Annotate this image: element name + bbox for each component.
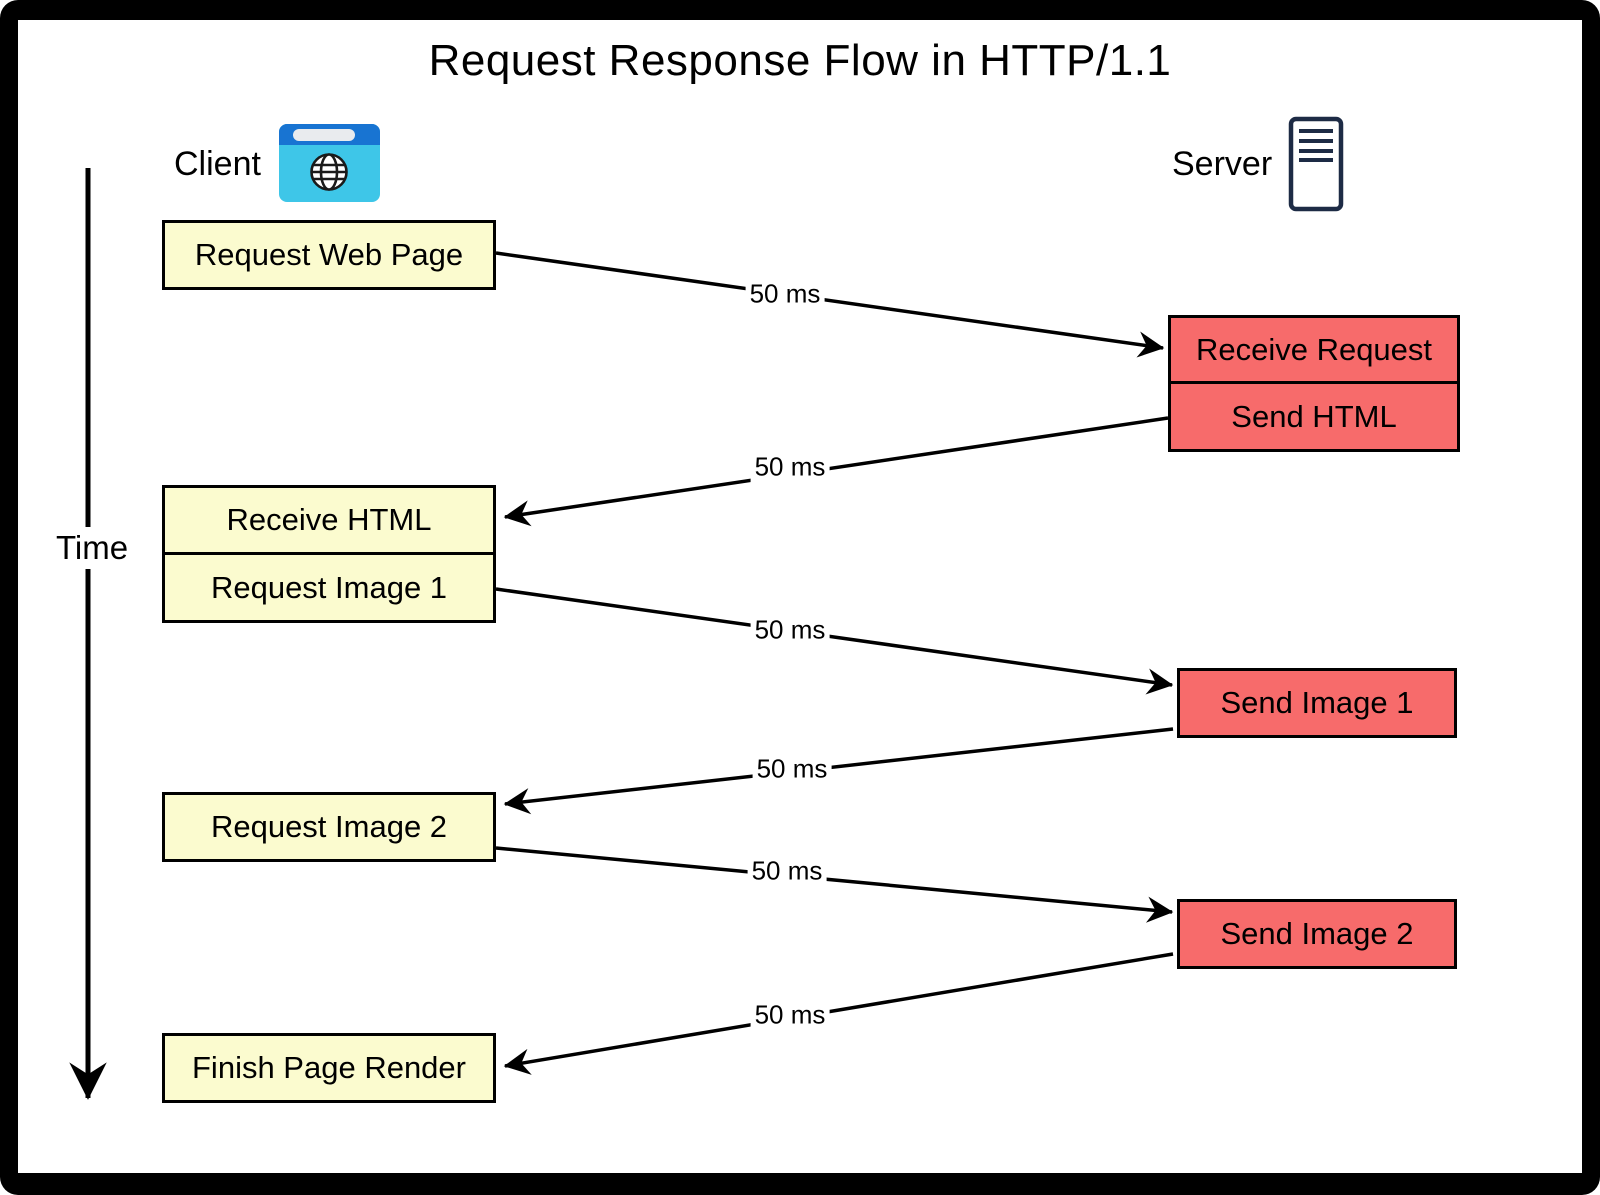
step-label: Receive HTML [226, 502, 432, 537]
client-actor-label: Client [174, 145, 261, 183]
client-step-finish-page-render: Finish Page Render [162, 1033, 496, 1103]
client-step-receive-html: Receive HTML [162, 485, 496, 555]
server-step-send-html: Send HTML [1168, 381, 1460, 452]
message-latency-label: 50 ms [745, 278, 825, 310]
step-label: Finish Page Render [192, 1050, 466, 1085]
message-arrow-send-html [503, 416, 1169, 527]
server-actor-label: Server [1172, 145, 1273, 183]
server-step-receive-request: Receive Request [1168, 315, 1460, 384]
step-label: Request Image 1 [210, 569, 448, 605]
step-label: Request Image 2 [210, 809, 448, 844]
step-label: Receive Request [1195, 331, 1433, 367]
client-step-request-web-page: Request Web Page [162, 220, 496, 290]
message-arrow-request-image-2 [495, 846, 1174, 923]
globe-glyph [310, 153, 348, 191]
message-latency-label: 50 ms [750, 999, 830, 1031]
server-tower-icon [1288, 116, 1344, 217]
step-label: Request Web Page [194, 237, 464, 272]
message-latency-label: 50 ms [750, 614, 830, 646]
step-label: Send Image 1 [1220, 685, 1414, 720]
message-arrow-request-web-page [495, 251, 1165, 358]
client-step-request-image-2: Request Image 2 [162, 792, 496, 862]
message-latency-label: 50 ms [747, 855, 827, 887]
server-step-send-image-2: Send Image 2 [1177, 899, 1457, 969]
message-latency-label: 50 ms [752, 753, 832, 785]
message-arrow-send-image-2 [503, 952, 1174, 1075]
message-latency-label: 50 ms [750, 451, 830, 483]
client-step-request-image-1: Request Image 1 [162, 552, 496, 623]
time-axis-label: Time [51, 527, 133, 569]
step-label: Send Image 2 [1220, 916, 1414, 951]
step-label: Send HTML [1231, 398, 1397, 434]
message-arrow-send-image-1 [503, 727, 1174, 815]
message-arrow-request-image-1 [495, 587, 1174, 695]
server-step-send-image-1: Send Image 1 [1177, 668, 1457, 738]
browser-icon [279, 124, 380, 207]
diagram-title: Request Response Flow in HTTP/1.1 [428, 36, 1172, 85]
